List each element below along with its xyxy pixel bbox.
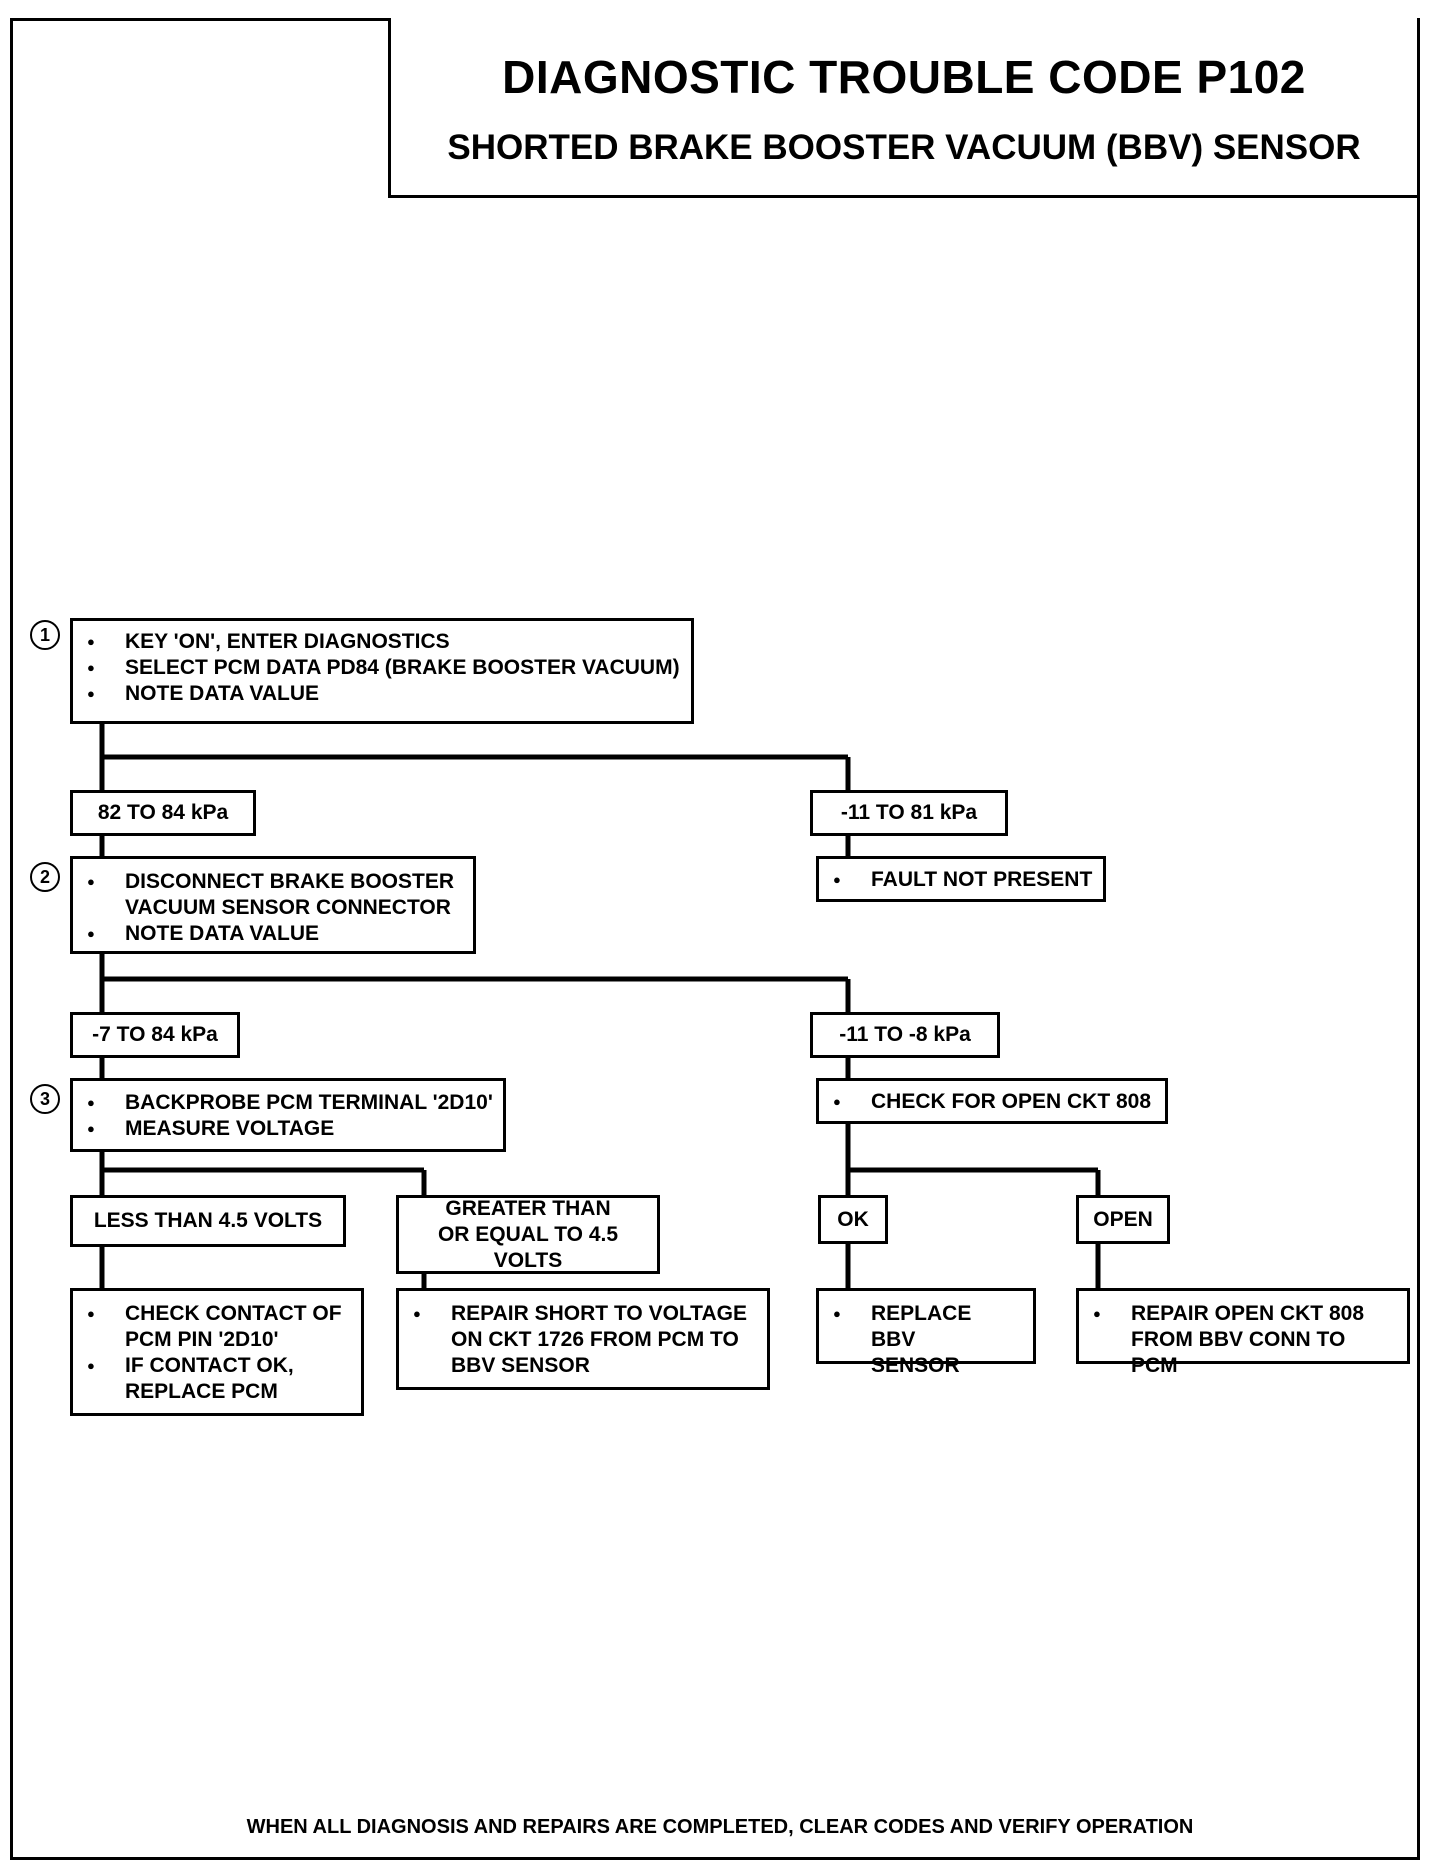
- step-3-box: BACKPROBE PCM TERMINAL '2D10' MEASURE VO…: [70, 1078, 506, 1152]
- condition-ok: OK: [818, 1195, 888, 1244]
- condition-open: OPEN: [1076, 1195, 1170, 1244]
- condition-less-than-4-5-volts: LESS THAN 4.5 VOLTS: [70, 1195, 346, 1247]
- step-3-item: BACKPROBE PCM TERMINAL '2D10': [73, 1090, 503, 1116]
- step-1-item: KEY 'ON', ENTER DIAGNOSTICS: [73, 629, 691, 655]
- step-2-item: NOTE DATA VALUE: [73, 921, 473, 947]
- condition-minus11-minus8-kpa: -11 TO -8 kPa: [810, 1012, 1000, 1058]
- step-1-box: KEY 'ON', ENTER DIAGNOSTICS SELECT PCM D…: [70, 618, 694, 724]
- step-number-1: 1: [30, 620, 60, 650]
- step-2-box: DISCONNECT BRAKE BOOSTER VACUUM SENSOR C…: [70, 856, 476, 954]
- footer-note: WHEN ALL DIAGNOSIS AND REPAIRS ARE COMPL…: [246, 1816, 1194, 1838]
- step-number-3: 3: [30, 1084, 60, 1114]
- action-fault-not-present: FAULT NOT PRESENT: [816, 856, 1106, 902]
- page-title: DIAGNOSTIC TROUBLE CODE P102: [502, 51, 1306, 103]
- step-1-item: SELECT PCM DATA PD84 (BRAKE BOOSTER VACU…: [73, 655, 691, 681]
- condition-82-84-kpa: 82 TO 84 kPa: [70, 790, 256, 836]
- step-2-item: DISCONNECT BRAKE BOOSTER VACUUM SENSOR C…: [73, 869, 473, 921]
- page-subtitle: SHORTED BRAKE BOOSTER VACUUM (BBV) SENSO…: [447, 128, 1361, 167]
- action-text: REPAIR OPEN CKT 808 FROM BBV CONN TO PCM: [1079, 1301, 1407, 1379]
- action-text: REPAIR SHORT TO VOLTAGE ON CKT 1726 FROM…: [399, 1301, 767, 1379]
- condition-minus11-81-kpa: -11 TO 81 kPa: [810, 790, 1008, 836]
- condition-minus7-84-kpa: -7 TO 84 kPa: [70, 1012, 240, 1058]
- step-3-item: MEASURE VOLTAGE: [73, 1116, 503, 1142]
- action-repair-open: REPAIR OPEN CKT 808 FROM BBV CONN TO PCM: [1076, 1288, 1410, 1377]
- step-1-item: NOTE DATA VALUE: [73, 681, 691, 707]
- action-check-contact: CHECK CONTACT OF PCM PIN '2D10' IF CONTA…: [70, 1288, 364, 1416]
- action-text: IF CONTACT OK, REPLACE PCM: [73, 1353, 361, 1405]
- action-text: CHECK CONTACT OF PCM PIN '2D10': [73, 1301, 361, 1353]
- action-replace-bbv: REPLACE BBV SENSOR: [816, 1288, 1036, 1377]
- action-text: FAULT NOT PRESENT: [819, 867, 1103, 893]
- step-number-2: 2: [30, 862, 60, 892]
- action-repair-short: REPAIR SHORT TO VOLTAGE ON CKT 1726 FROM…: [396, 1288, 770, 1390]
- action-text: CHECK FOR OPEN CKT 808: [819, 1089, 1165, 1115]
- action-check-open-ckt: CHECK FOR OPEN CKT 808: [816, 1078, 1168, 1124]
- title-block: DIAGNOSTIC TROUBLE CODE P102 SHORTED BRA…: [388, 18, 1420, 198]
- condition-greater-equal-4-5-volts: GREATER THAN OR EQUAL TO 4.5 VOLTS: [396, 1195, 660, 1274]
- action-text: REPLACE BBV SENSOR: [819, 1301, 1033, 1379]
